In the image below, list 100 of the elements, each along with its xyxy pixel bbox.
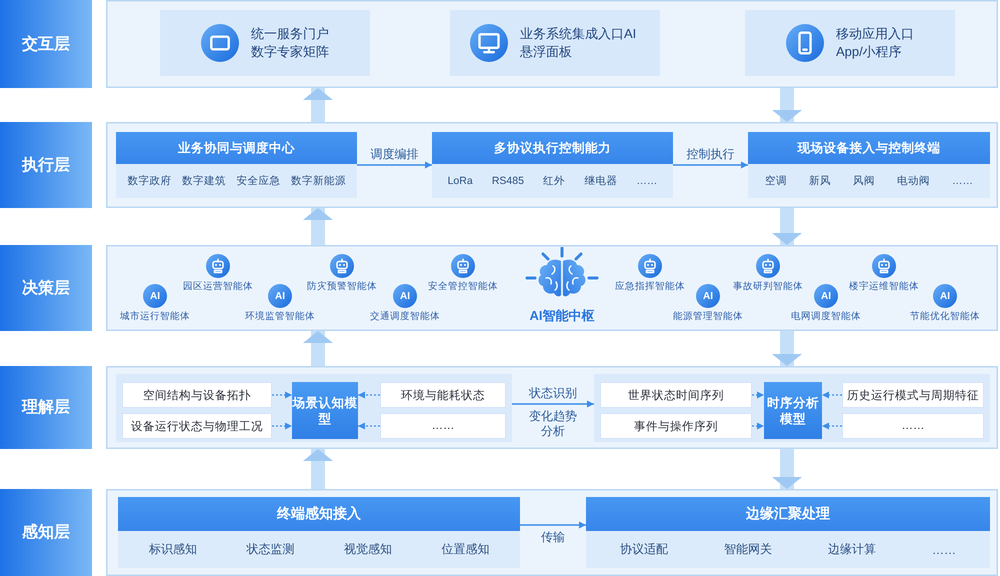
dotted-arrow xyxy=(822,392,842,398)
item-label: 数字政府 xyxy=(127,174,172,188)
robot-icon xyxy=(451,254,475,278)
item-label: 空调 xyxy=(765,174,787,188)
module-card xyxy=(116,132,357,198)
block-arrow xyxy=(303,449,333,489)
layer-tab: 交互层 xyxy=(0,0,92,88)
robot-icon xyxy=(330,254,354,278)
edge-label: 控制执行 xyxy=(684,147,736,161)
ai-badge: AI xyxy=(696,284,720,308)
arrow xyxy=(357,162,432,168)
agent-label: 园区运营智能体 xyxy=(183,280,253,293)
entry-card xyxy=(160,10,370,76)
module-header: 业务协同与调度中心 xyxy=(116,132,357,164)
module-card xyxy=(748,132,990,198)
module-header: 边缘汇聚处理 xyxy=(586,497,990,531)
arrow xyxy=(520,522,586,528)
ai-badge: AI xyxy=(268,284,292,308)
model-box: 时序分析模型 xyxy=(764,382,822,439)
hub-label: AI智能中枢 xyxy=(530,307,594,325)
agent-label: 防灾预警智能体 xyxy=(307,280,377,293)
block-arrow xyxy=(303,331,333,366)
data-box: 事件与操作序列 xyxy=(600,413,752,439)
item-label: LoRa xyxy=(448,175,473,187)
dotted-arrow xyxy=(752,392,764,398)
block-arrow xyxy=(303,208,333,245)
agent-label: 电网调度智能体 xyxy=(791,310,861,323)
item-label: 安全应急 xyxy=(236,174,280,188)
agent-label: 能源管理智能体 xyxy=(673,310,743,323)
item-label: 数字建筑 xyxy=(182,174,226,188)
item-label: …… xyxy=(932,542,956,556)
module-card xyxy=(432,132,673,198)
model-box: 场景认知模型 xyxy=(292,382,358,439)
ai-badge: AI xyxy=(933,284,957,308)
layer-tab: 感知层 xyxy=(0,489,92,576)
agent-label: 城市运行智能体 xyxy=(120,310,190,323)
item-label: 协议适配 xyxy=(620,541,668,558)
data-box: …… xyxy=(380,413,506,439)
dotted-arrow xyxy=(272,392,292,398)
data-box: 环境与能耗状态 xyxy=(380,382,506,408)
robot-icon xyxy=(756,254,780,278)
module-header: 终端感知接入 xyxy=(118,497,520,531)
layer-tab: 决策层 xyxy=(0,245,92,331)
item-label: 新风 xyxy=(809,174,831,188)
agent-label: 应急指挥智能体 xyxy=(615,280,685,293)
dotted-arrow xyxy=(358,422,380,430)
card-text: App/小程序 xyxy=(836,43,902,61)
data-box: 历史运行模式与周期特征 xyxy=(842,382,984,408)
robot-icon xyxy=(872,254,896,278)
item-label: …… xyxy=(636,175,658,187)
data-box: 空间结构与设备拓扑 xyxy=(122,382,272,408)
block-arrow xyxy=(772,208,802,245)
group-panel xyxy=(116,374,512,442)
arrow xyxy=(673,162,748,168)
ai-badge: AI xyxy=(143,284,167,308)
dotted-arrow xyxy=(358,392,380,398)
robot-icon xyxy=(638,254,662,278)
edge-label: 调度编排 xyxy=(368,147,420,161)
card-text: 业务系统集成入口AI悬浮面板 xyxy=(520,25,638,61)
block-arrow xyxy=(772,88,802,122)
agent-label: 事故研判智能体 xyxy=(733,280,803,293)
card-text: 统一服务门户 xyxy=(251,25,329,43)
dotted-arrow xyxy=(272,422,292,430)
agent-label: 安全管控智能体 xyxy=(428,280,498,293)
item-label: 智能网关 xyxy=(724,541,772,558)
block-arrow xyxy=(772,331,802,366)
ai-badge: AI xyxy=(393,284,417,308)
module-header: 多协议执行控制能力 xyxy=(432,132,673,164)
item-label: 位置感知 xyxy=(441,541,490,558)
dotted-arrow xyxy=(822,422,842,430)
edge-label: 状态识别 xyxy=(527,386,579,400)
layer-tab: 执行层 xyxy=(0,122,92,208)
agent-label: 楼宇运维智能体 xyxy=(849,280,919,293)
agent-label: 环境监管智能体 xyxy=(245,310,315,323)
item-label: 电动阀 xyxy=(897,174,930,188)
ai-badge: AI xyxy=(814,284,838,308)
card-text: 数字专家矩阵 xyxy=(251,43,329,61)
item-label: 继电器 xyxy=(584,174,618,188)
entry-card xyxy=(745,10,955,76)
module-card xyxy=(118,497,520,568)
card-text: 移动应用入口 xyxy=(836,25,914,43)
edge-label: 传输 xyxy=(539,530,567,544)
item-label: 边缘计算 xyxy=(828,541,876,558)
block-arrow xyxy=(772,449,802,489)
item-label: 状态监测 xyxy=(246,541,294,558)
entry-card xyxy=(450,10,660,76)
module-header: 现场设备接入与控制终端 xyxy=(748,132,990,164)
robot-icon xyxy=(206,254,230,278)
data-box: 世界状态时间序列 xyxy=(600,382,752,408)
layer-tab: 理解层 xyxy=(0,366,92,449)
item-label: …… xyxy=(952,175,973,187)
arrow-caption: 变化趋势分析 xyxy=(527,409,579,439)
item-label: 风阀 xyxy=(853,174,875,188)
block-arrow xyxy=(303,88,333,122)
item-label: 数字新能源 xyxy=(290,174,346,188)
arrow xyxy=(512,400,594,408)
item-label: 视觉感知 xyxy=(344,541,392,558)
group-panel xyxy=(594,374,990,442)
item-label: 红外 xyxy=(543,174,566,188)
agent-label: 节能优化智能体 xyxy=(910,310,980,323)
